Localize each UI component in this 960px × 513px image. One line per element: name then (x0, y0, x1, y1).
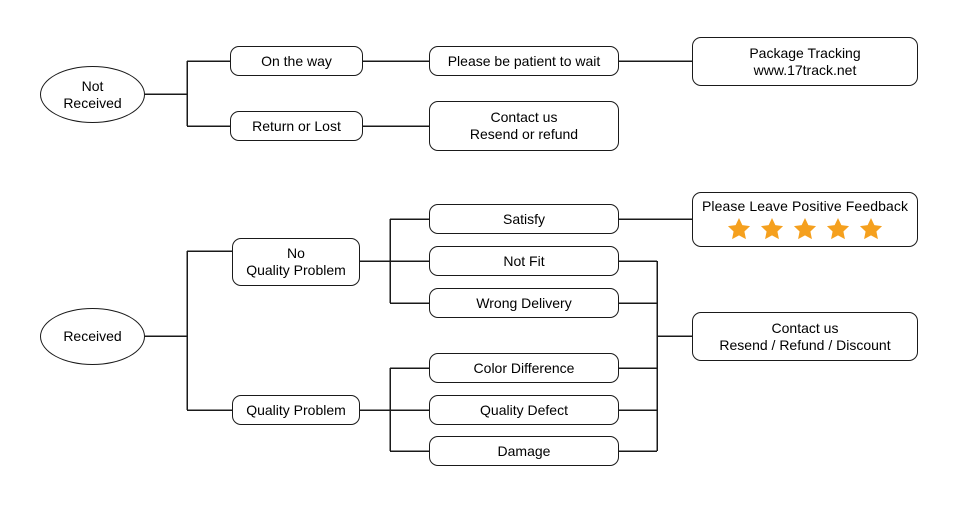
node-no-quality-problem[interactable]: No Quality Problem (232, 238, 360, 286)
node-damage[interactable]: Damage (429, 436, 619, 466)
node-color-difference-label: Color Difference (473, 359, 575, 376)
node-return-or-lost[interactable]: Return or Lost (230, 111, 363, 141)
node-no-quality-problem-line-1: No (287, 245, 305, 262)
node-return-or-lost-label: Return or Lost (252, 117, 341, 134)
node-not-received[interactable]: Not Received (40, 66, 145, 123)
star-rating[interactable] (726, 216, 884, 242)
star-icon[interactable] (858, 216, 884, 242)
node-contact-discount-line-1: Contact us (771, 319, 839, 336)
node-quality-problem-label: Quality Problem (246, 401, 346, 418)
star-icon[interactable] (726, 216, 752, 242)
node-package-tracking-line-1: Package Tracking (749, 44, 861, 61)
feedback-title: Please Leave Positive Feedback (701, 197, 909, 214)
node-contact-discount-line-2: Resend / Refund / Discount (719, 336, 891, 353)
node-contact-resend-refund[interactable]: Contact us Resend or refund (429, 101, 619, 151)
node-quality-defect-label: Quality Defect (480, 401, 568, 418)
star-icon[interactable] (825, 216, 851, 242)
node-contact-resend-refund-line-2: Resend or refund (469, 126, 579, 142)
node-wrong-delivery[interactable]: Wrong Delivery (429, 288, 619, 318)
node-not-fit[interactable]: Not Fit (429, 246, 619, 276)
node-damage-label: Damage (497, 442, 551, 459)
node-satisfy[interactable]: Satisfy (429, 204, 619, 234)
star-icon[interactable] (759, 216, 785, 242)
node-satisfy-label: Satisfy (502, 210, 545, 227)
node-quality-defect[interactable]: Quality Defect (429, 395, 619, 425)
node-quality-problem[interactable]: Quality Problem (232, 395, 360, 425)
node-on-the-way[interactable]: On the way (230, 46, 363, 76)
node-wrong-delivery-label: Wrong Delivery (476, 294, 572, 311)
node-not-received-line-1: Not (81, 77, 104, 94)
node-no-quality-problem-line-2: Quality Problem (246, 262, 346, 278)
node-contact-resend-refund-discount[interactable]: Contact us Resend / Refund / Discount (692, 312, 918, 361)
node-package-tracking-url: www.17track.net (753, 61, 857, 78)
star-icon[interactable] (792, 216, 818, 242)
node-not-received-line-2: Received (63, 94, 122, 111)
node-received-label: Received (63, 328, 122, 345)
node-contact-resend-refund-line-1: Contact us (490, 109, 558, 126)
node-package-tracking[interactable]: Package Tracking www.17track.net (692, 37, 918, 86)
node-color-difference[interactable]: Color Difference (429, 353, 619, 383)
node-on-the-way-label: On the way (261, 52, 332, 69)
node-received[interactable]: Received (40, 308, 145, 365)
node-leave-positive-feedback[interactable]: Please Leave Positive Feedback (692, 192, 918, 247)
node-please-be-patient-label: Please be patient to wait (447, 52, 601, 69)
node-not-fit-label: Not Fit (503, 252, 545, 269)
node-please-be-patient[interactable]: Please be patient to wait (429, 46, 619, 76)
